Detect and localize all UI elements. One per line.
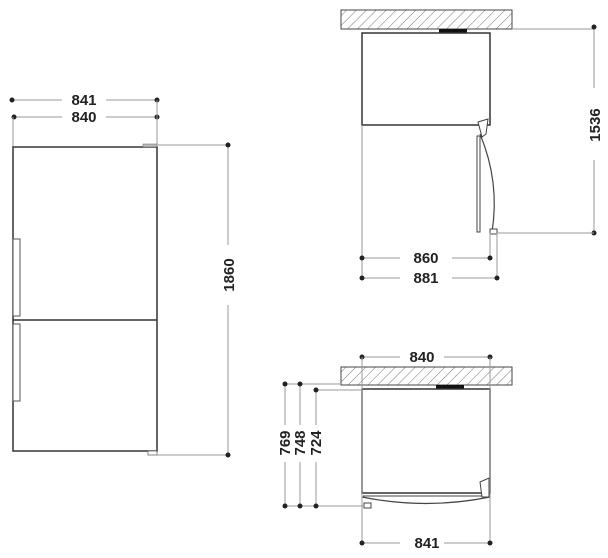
wall	[340, 9, 513, 30]
width-840-label: 840	[409, 349, 434, 366]
depth-724-label: 724	[308, 430, 325, 456]
front-width-840-label: 840	[71, 109, 96, 126]
wall	[340, 366, 513, 386]
width-841-label: 841	[414, 535, 439, 552]
upper-handle	[12, 238, 21, 317]
door-open-1536-label: 1536	[587, 108, 604, 141]
depth-860-label: 860	[413, 250, 438, 267]
closed-door	[361, 496, 491, 505]
front-view: 841 840 1860	[9, 92, 238, 458]
depth-769-label: 769	[277, 430, 294, 455]
top-view-door-closed: 840 769 748 724 841	[277, 349, 513, 552]
top-view-door-open: 1536 860 881	[340, 9, 604, 287]
fridge-front-body	[12, 146, 158, 452]
front-width-841-label: 841	[71, 92, 96, 109]
depth-748-label: 748	[292, 430, 309, 455]
depth-881-label: 881	[413, 270, 438, 287]
lower-handle	[12, 323, 21, 402]
open-door	[479, 133, 495, 233]
front-height-1860-label: 1860	[221, 258, 238, 291]
